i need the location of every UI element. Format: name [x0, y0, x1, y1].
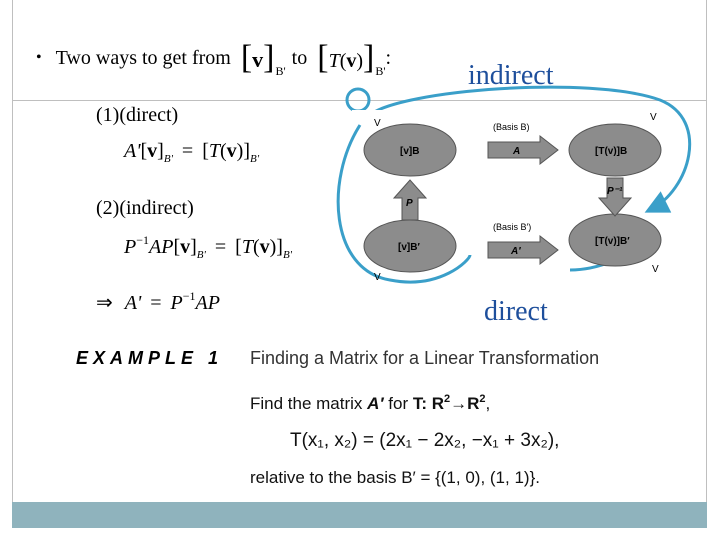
arrow-right-down — [597, 177, 633, 217]
transformation-diagram: V V V V [v]B [T(v)]B [v]B′ [T(v)]B′ (Bas… — [336, 85, 692, 284]
title-to-expr: [T(v)]B' — [317, 39, 386, 79]
title-from-expr: [v]B' — [240, 39, 286, 79]
arrow-bottom-label: A′ — [510, 246, 521, 257]
ellipse-tr-label: [T(v)]B — [595, 146, 627, 157]
method1-equation: A'[v]B' = [T(v)]B' — [124, 140, 260, 165]
basis-top-label: (Basis B) — [493, 122, 530, 132]
slide-frame-right — [706, 0, 707, 502]
ellipse-top-left — [363, 123, 457, 177]
v-top-left: V — [374, 118, 381, 129]
slide-title: • Two ways to get from [v]B' to [T(v)]B'… — [36, 38, 392, 79]
indirect-curve — [369, 85, 692, 213]
v-top-right: V — [650, 112, 657, 123]
example-line-3: relative to the basis B′ = {(1, 0), (1, … — [250, 468, 540, 487]
ellipse-bl-label: [v]B′ — [398, 242, 420, 253]
arrow-left-label: P — [406, 198, 413, 209]
ellipse-tl-label: [v]B — [400, 146, 419, 157]
ellipse-br-label: [T(v)]B′ — [595, 236, 630, 247]
v-bottom-left: V — [374, 272, 381, 283]
arrow-left-up — [392, 179, 428, 221]
arrow-top — [487, 134, 559, 166]
example-heading: EXAMPLE 1 — [76, 348, 224, 368]
basis-bottom-label: (Basis B′) — [493, 222, 531, 232]
arrow-bottom — [487, 234, 559, 266]
slide-frame-left — [12, 0, 13, 502]
title-suffix: : — [385, 46, 392, 69]
arrow-top-label: A — [512, 146, 520, 157]
arrow-right-label: P⁻¹ — [607, 186, 623, 197]
example-title: Finding a Matrix for a Linear Transforma… — [250, 348, 600, 368]
title-connector: to — [291, 46, 308, 69]
title-prefix: Two ways to get from — [55, 46, 231, 69]
example-line-2: T(x₁, x₂) = (2x₁ − 2x₂, −x₁ + 3x₂), — [290, 430, 560, 451]
example-line-1: Find the matrix A′ for T: R2→R2, — [250, 393, 491, 413]
bullet-icon: • — [36, 49, 42, 66]
v-bottom-right: V — [652, 264, 659, 275]
example-box: EXAMPLE 1 Finding a Matrix for a Linear … — [68, 336, 632, 498]
footer-bar — [12, 502, 707, 528]
title-divider — [12, 100, 707, 101]
circle-arrow-icon — [345, 87, 371, 113]
method2-label: (2)(indirect) — [96, 197, 194, 219]
method2-equation: P−1AP[v]B' = [T(v)]B' — [124, 233, 293, 261]
ellipse-top-right — [568, 123, 662, 177]
method1-label: (1)(direct) — [96, 104, 179, 126]
result-equation: ⇒A' = P−1AP — [96, 289, 220, 314]
direct-label: direct — [484, 296, 548, 327]
